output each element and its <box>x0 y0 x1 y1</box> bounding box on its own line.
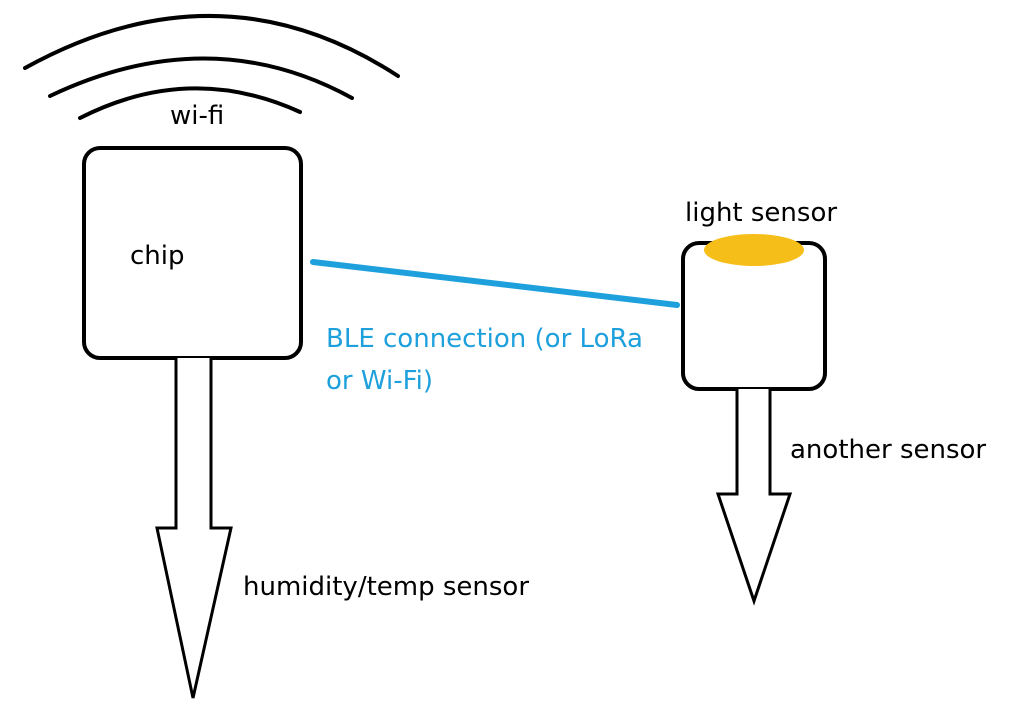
ble-connection-line <box>310 259 680 308</box>
wifi-icon <box>23 13 400 120</box>
light-sensor-label: light sensor <box>685 198 837 228</box>
wifi-arc-outer <box>23 13 400 78</box>
connection-label-line2: or Wi-Fi) <box>326 366 433 396</box>
wifi-arc-middle <box>48 56 354 100</box>
light-sensor-lens <box>704 234 804 266</box>
connection-label-line1: BLE connection (or LoRa <box>326 324 643 354</box>
another-sensor-probe <box>715 389 793 606</box>
humidity-sensor-label: humidity/temp sensor <box>243 572 529 602</box>
humidity-sensor-probe <box>155 358 233 699</box>
chip-box <box>82 146 303 360</box>
wifi-arc-inner <box>78 86 302 120</box>
another-sensor-label: another sensor <box>790 435 986 465</box>
wifi-label: wi-fi <box>170 101 224 131</box>
chip-label: chip <box>130 241 185 271</box>
